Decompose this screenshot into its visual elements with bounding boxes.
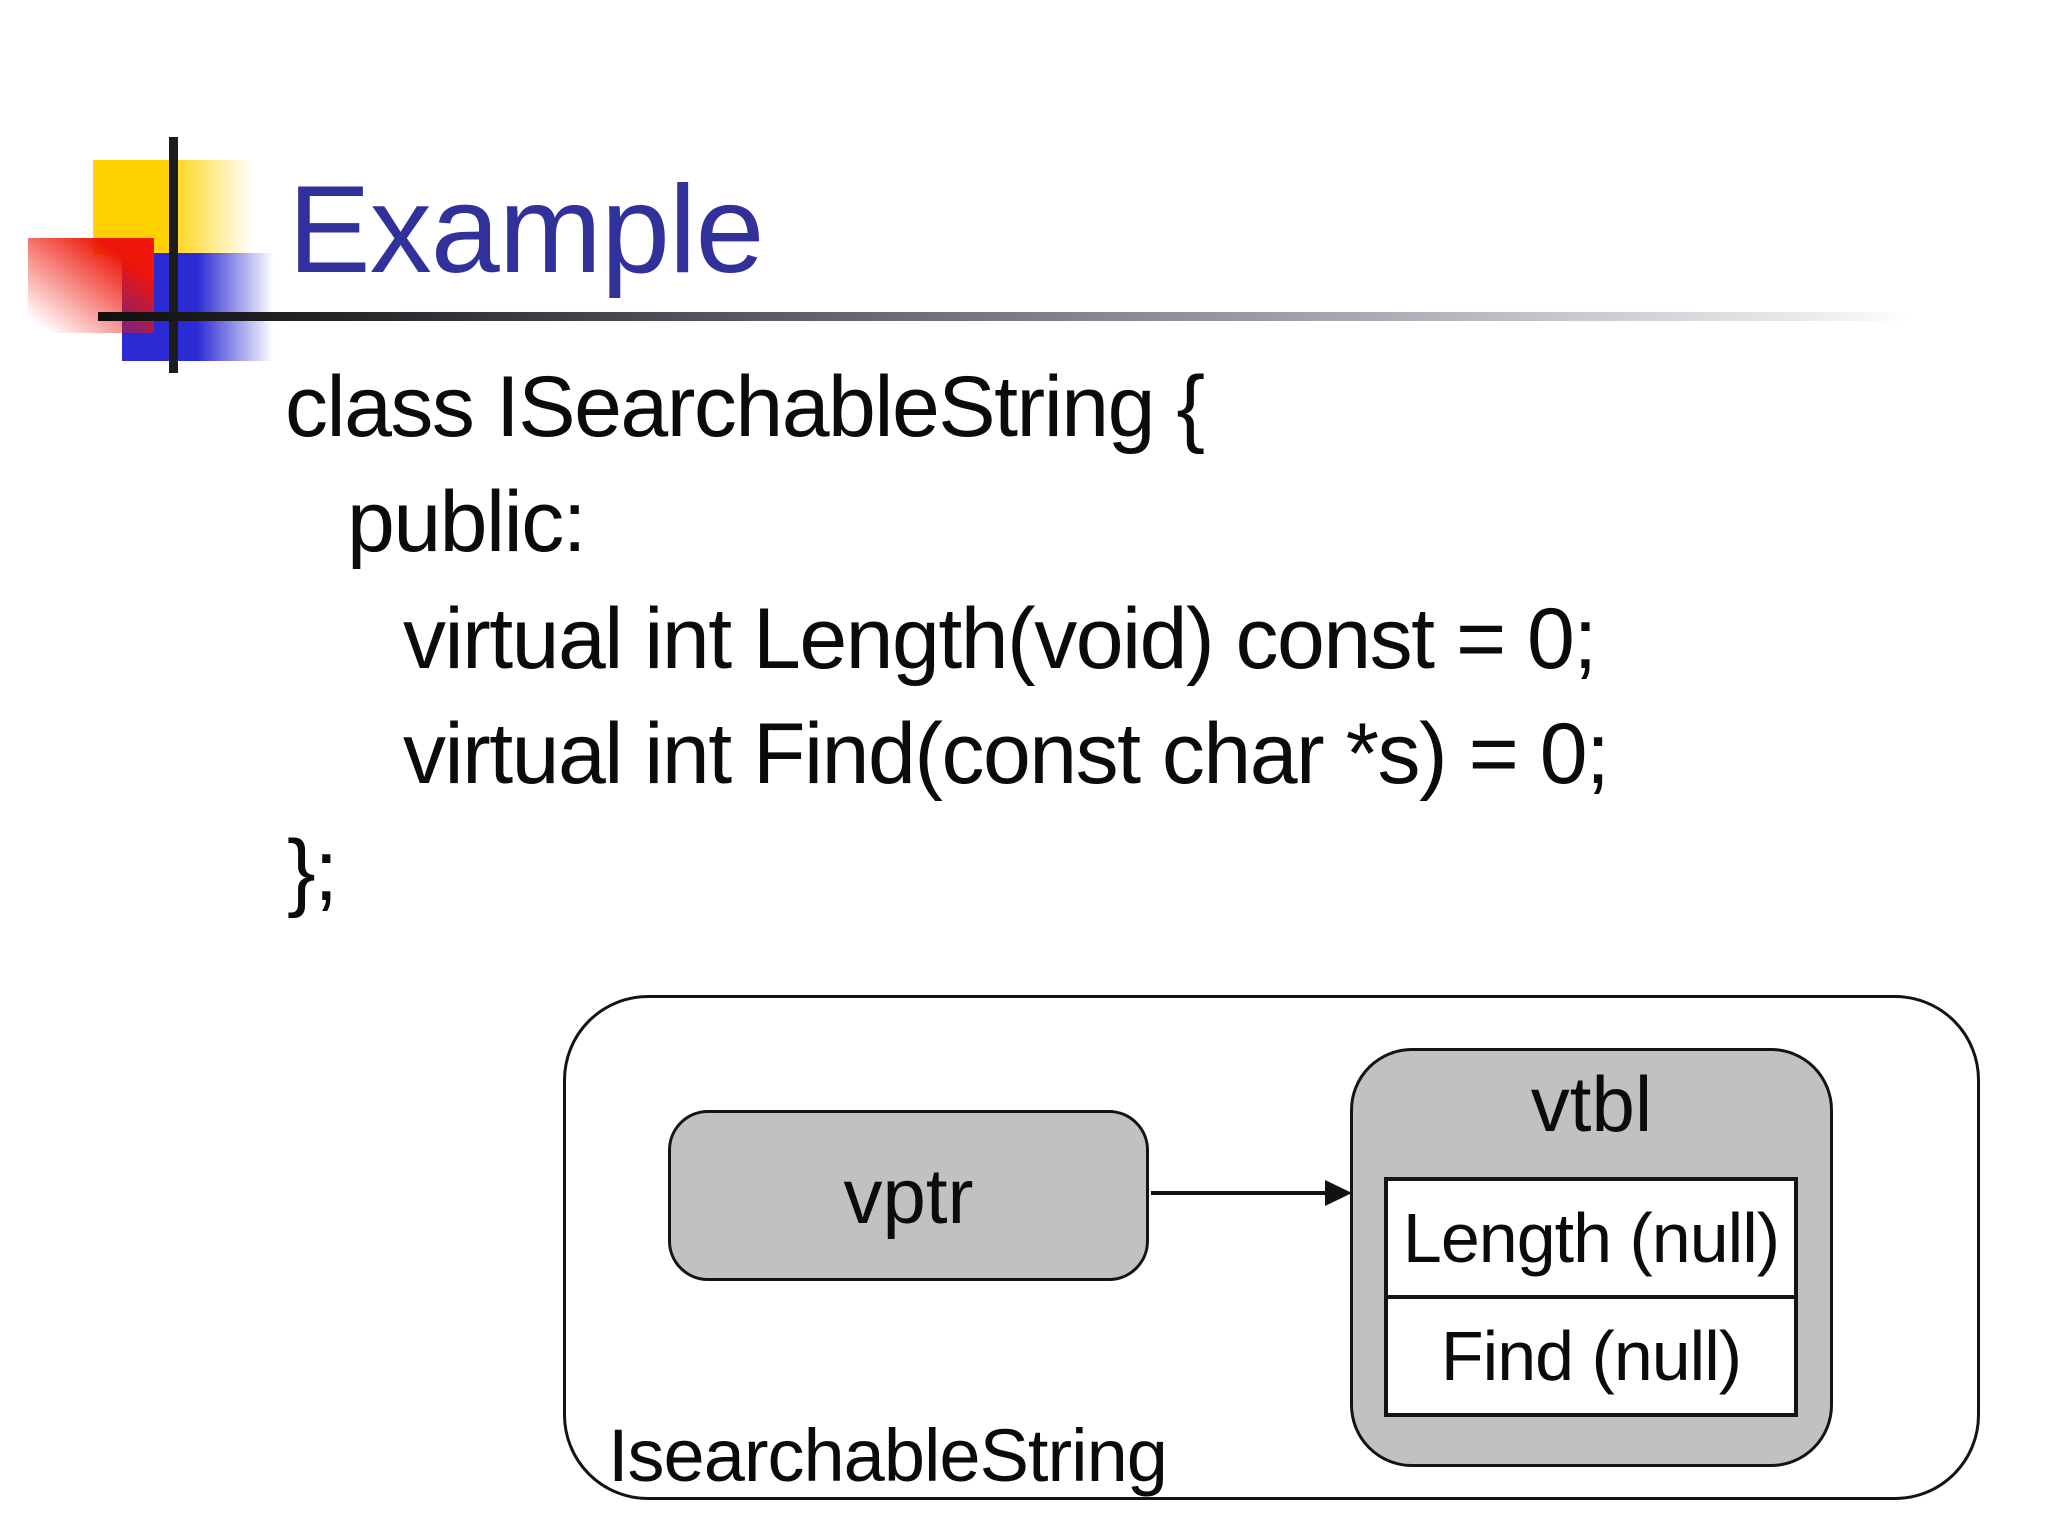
vtbl-entry-length: Length (null) (1388, 1181, 1794, 1299)
code-line-class-declaration: class ISearchableString { (285, 359, 1205, 455)
vptr-box: vptr (668, 1110, 1149, 1281)
title-underline-rule (98, 312, 1910, 321)
code-line-virtual-find: virtual int Find(const char *s) = 0; (403, 706, 1610, 802)
code-line-public: public: (347, 474, 587, 570)
vptr-to-vtbl-arrow-head (1325, 1180, 1352, 1206)
vptr-label: vptr (843, 1151, 974, 1240)
object-container-label: IsearchableString (608, 1414, 1168, 1497)
code-line-virtual-length: virtual int Length(void) const = 0; (403, 591, 1597, 687)
crosshair-vertical-line (169, 137, 178, 373)
vptr-to-vtbl-arrow-line (1151, 1191, 1327, 1195)
vtbl-label: vtbl (1530, 1060, 1653, 1148)
slide-title: Example (288, 161, 764, 299)
code-line-closing-brace: }; (287, 823, 338, 919)
vtbl-entries-table: Length (null) Find (null) (1384, 1177, 1798, 1417)
vtbl-entry-find: Find (null) (1440, 1317, 1742, 1395)
